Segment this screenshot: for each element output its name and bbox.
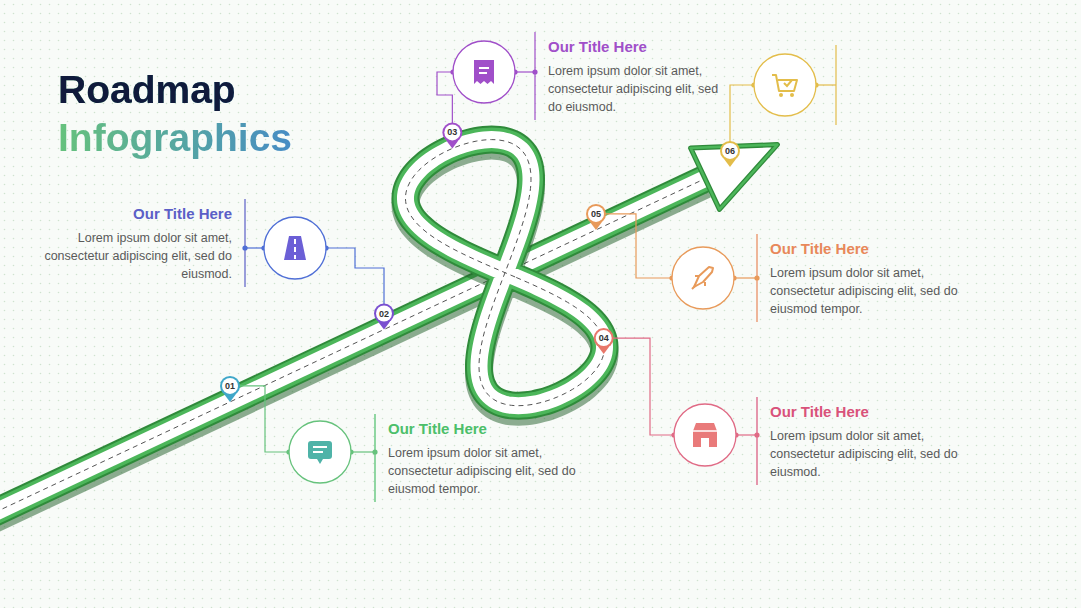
road-pin xyxy=(374,304,394,330)
step-title: Our Title Here xyxy=(770,240,970,258)
step-icon xyxy=(754,54,816,116)
step-description: Lorem ipsum dolor sit amet, consectetur … xyxy=(30,229,232,283)
step-title: Our Title Here xyxy=(30,205,232,223)
step-description: Lorem ipsum dolor sit amet, consectetur … xyxy=(770,427,970,481)
step-title: Our Title Here xyxy=(388,420,593,438)
road-pin xyxy=(586,204,606,230)
road-pin xyxy=(720,141,740,167)
step-card: Our Title HereLorem ipsum dolor sit amet… xyxy=(770,240,970,318)
callout-number: 06 xyxy=(721,144,739,158)
step-description: Lorem ipsum dolor sit amet, consectetur … xyxy=(770,264,970,318)
figure-eight-road xyxy=(405,140,604,412)
step-title: Our Title Here xyxy=(770,403,970,421)
step-card: Our Title HereLorem ipsum dolor sit amet… xyxy=(548,38,728,116)
step-icon xyxy=(674,404,736,466)
step-card: Our Title HereLorem ipsum dolor sit amet… xyxy=(770,403,970,481)
road-pin xyxy=(594,328,614,354)
step-description: Lorem ipsum dolor sit amet, consectetur … xyxy=(388,444,593,498)
step-title: Our Title Here xyxy=(548,38,728,56)
callout-number: 03 xyxy=(443,125,461,139)
road xyxy=(0,140,777,530)
step-card: Our Title HereLorem ipsum dolor sit amet… xyxy=(388,420,593,498)
step-icon xyxy=(264,217,326,279)
callout-number: 04 xyxy=(595,331,613,345)
step-icon xyxy=(289,421,351,483)
step-icon xyxy=(453,41,515,103)
step-card: Our Title HereLorem ipsum dolor sit amet… xyxy=(30,205,232,283)
step-icon xyxy=(672,247,734,309)
diagram-title: Roadmap Infographics xyxy=(58,66,348,162)
callout-number: 01 xyxy=(221,379,239,393)
callout-number: 02 xyxy=(375,307,393,321)
callout-number: 05 xyxy=(587,207,605,221)
road-pin xyxy=(220,376,240,402)
step-description: Lorem ipsum dolor sit amet, consectetur … xyxy=(548,62,728,116)
road-pin xyxy=(442,122,462,148)
road-pins xyxy=(220,122,740,401)
